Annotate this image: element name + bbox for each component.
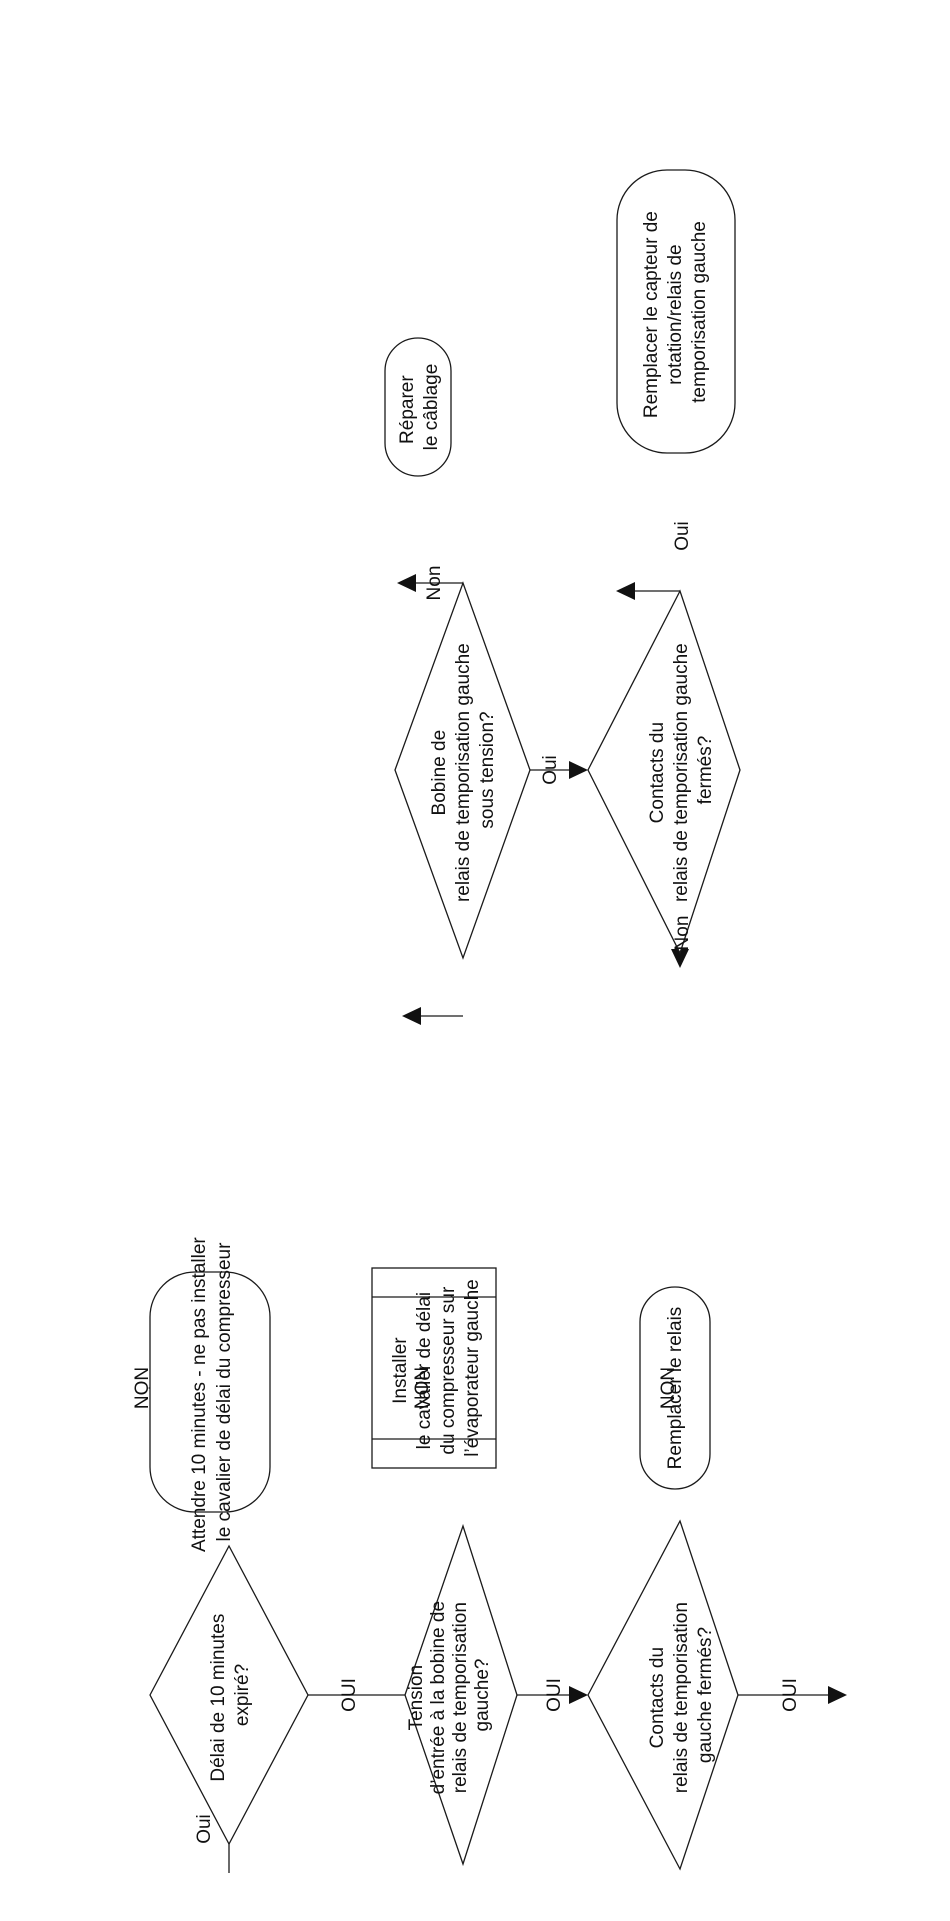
edge-label-d5-no: Non	[672, 916, 693, 951]
decision-d4-text: Contacts du relais de temporisation gauc…	[647, 1597, 716, 1793]
process-p1	[371, 1267, 497, 1469]
decision-d4	[587, 1519, 739, 1871]
flowchart-content: Délai de 10 minutes expiré? Attendre 10 …	[132, 169, 847, 1873]
terminal-t3-text: Remplacer le relais	[665, 1307, 686, 1470]
terminal-t4-text: Remplacer le capteur de rotation/relais …	[641, 206, 710, 418]
shapes	[149, 169, 741, 1871]
arrow-d3-no	[397, 574, 416, 592]
shape-labels: Délai de 10 minutes expiré? Attendre 10 …	[189, 206, 716, 1795]
edge-label-d2-yes: OUI	[544, 1678, 565, 1712]
terminal-t2-text: Réparer le câblage	[397, 364, 442, 451]
decision-d5	[587, 589, 741, 955]
edge-label-entry: Oui	[194, 1814, 215, 1844]
decision-d1	[149, 1544, 309, 1846]
arrow-p1-d3	[402, 1007, 421, 1025]
edge-label-d2-no: NON	[412, 1367, 433, 1409]
terminal-t4	[616, 169, 736, 454]
edge-label-d1-yes: OUI	[339, 1678, 360, 1712]
process-p1-text: Installer le cavalier de délai du compre…	[390, 1279, 483, 1456]
arrow-d3-yes	[569, 761, 588, 779]
decision-d2	[404, 1523, 518, 1867]
arrow-d2-yes	[569, 1686, 588, 1704]
terminal-t1	[149, 1271, 271, 1513]
arrow-d4-exit	[828, 1686, 847, 1704]
edge-label-d5-yes: Oui	[672, 521, 693, 551]
edge-label-d4-no: NON	[658, 1367, 679, 1409]
terminal-t1-text: Attendre 10 minutes - ne pas installer l…	[189, 1232, 235, 1552]
edge-label-d3-yes: Oui	[540, 755, 561, 785]
arrow-d5-no	[671, 949, 689, 968]
decision-d2-text: Tension d’entrée à la bobine de relais d…	[406, 1596, 493, 1795]
decision-d3-text: Bobine de relais de temporisation gauche…	[429, 638, 498, 902]
decision-d5-text: Contacts du relais de temporisation gauc…	[647, 638, 716, 902]
terminal-t3	[639, 1286, 711, 1490]
decision-d1-text: Délai de 10 minutes expiré?	[208, 1608, 253, 1781]
edge-label-d4-yes: OUI	[780, 1678, 801, 1712]
edge-labels: Oui NON OUI NON OUI Non Oui NON OUI Non …	[132, 521, 801, 1844]
arrow-d5-yes	[616, 582, 635, 600]
edge-label-d3-no: Non	[424, 566, 445, 601]
decision-d3	[394, 581, 531, 960]
edge-label-d1-no: NON	[132, 1367, 153, 1409]
terminal-t2	[384, 337, 452, 477]
